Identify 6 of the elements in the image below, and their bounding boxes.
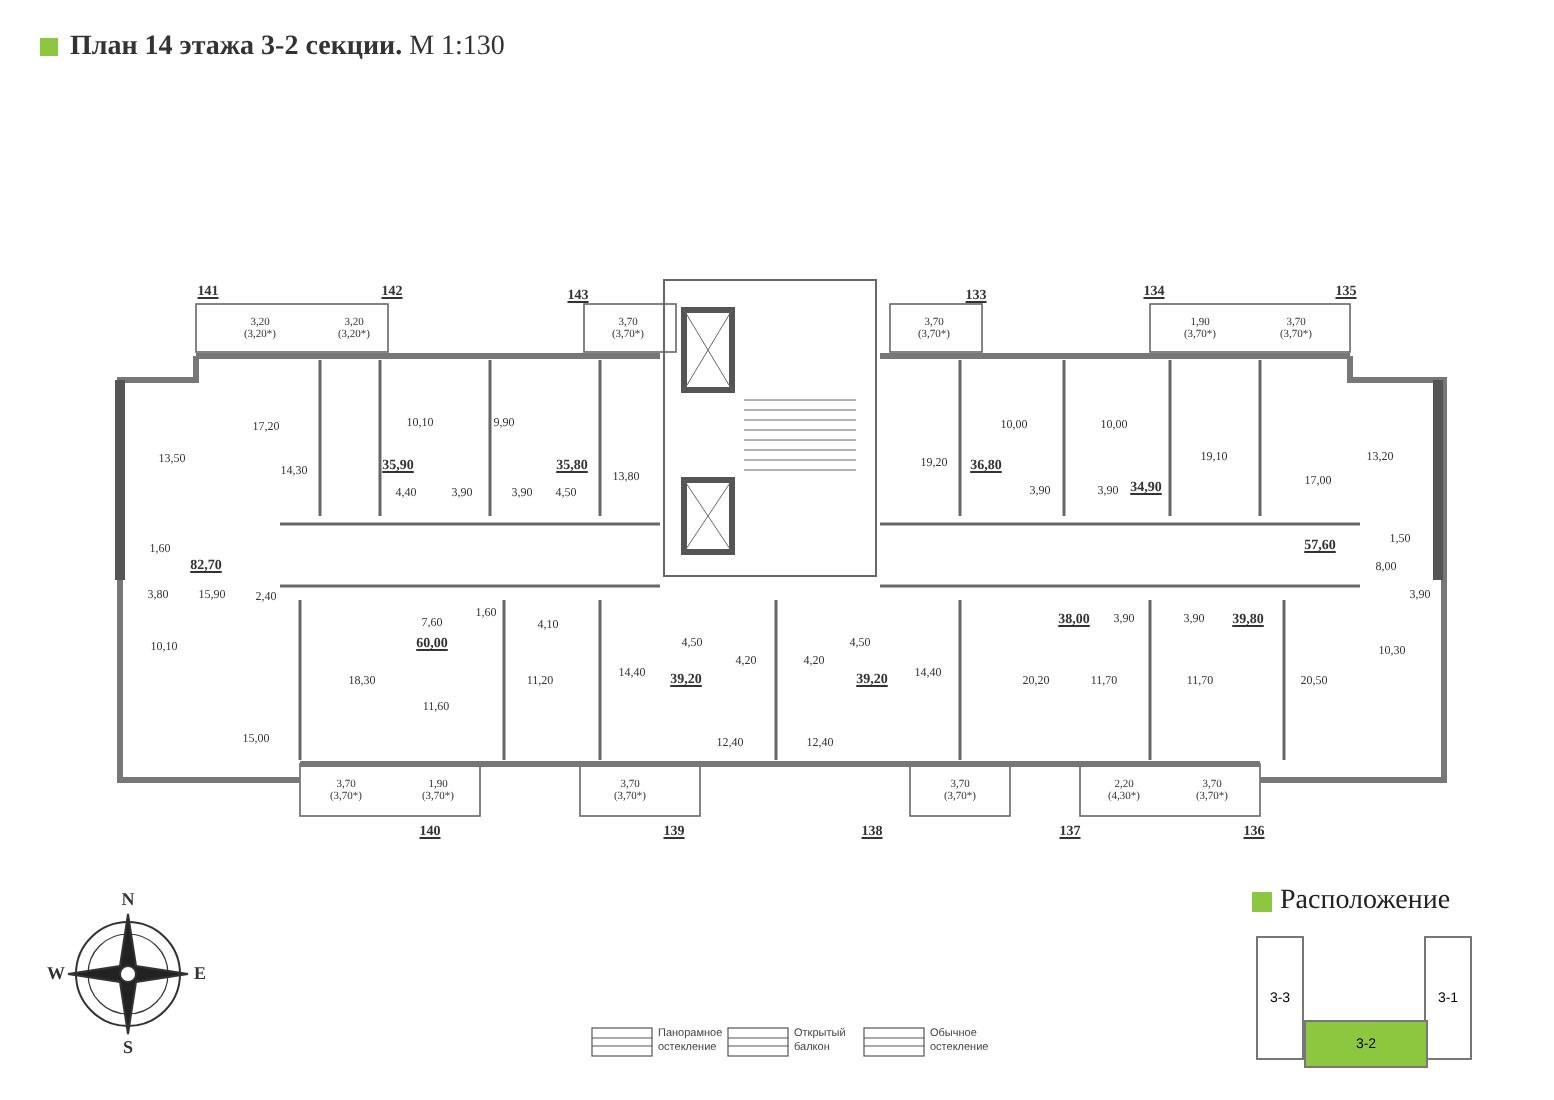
- compass-letter: E: [194, 965, 206, 983]
- compass-letter: N: [121, 891, 135, 909]
- compass-letter: W: [47, 965, 65, 983]
- section-heading: Расположение: [1280, 888, 1451, 916]
- plan-title: План 14 этажа 3-2 секции. М 1:130: [70, 34, 505, 62]
- compass-letter: S: [123, 1039, 133, 1057]
